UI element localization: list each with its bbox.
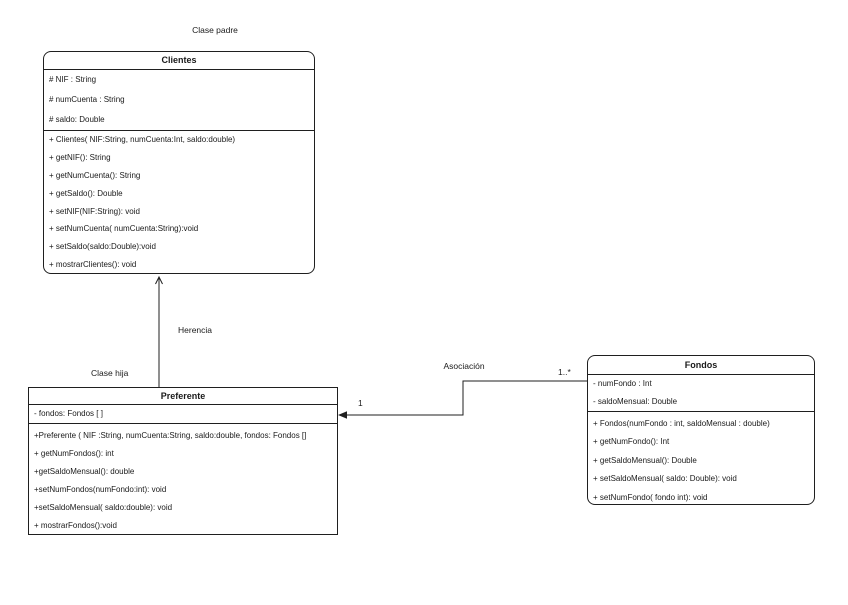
method-row: + setNumCuenta( numCuenta:String):void bbox=[49, 224, 199, 234]
method-row: + setSaldo(saldo:Double):void bbox=[49, 242, 156, 252]
method-row: +getSaldoMensual(): double bbox=[34, 467, 135, 476]
class-title: Clientes bbox=[44, 52, 314, 70]
method-row: + getNumFondo(): Int bbox=[593, 437, 670, 447]
label-asociacion: Asociación bbox=[443, 361, 485, 371]
methods-section: +Preferente ( NIF :String, numCuenta:Str… bbox=[29, 424, 337, 535]
class-box-clientes: Clientes # NIF : String # numCuenta : St… bbox=[43, 51, 315, 274]
class-title: Preferente bbox=[29, 388, 337, 405]
attribute-row: - saldoMensual: Double bbox=[593, 397, 678, 406]
association-arrowhead-icon bbox=[338, 411, 347, 419]
attribute-row: - fondos: Fondos [ ] bbox=[34, 409, 103, 418]
method-row: +setNumFondos(numFondo:int): void bbox=[34, 485, 167, 494]
label-herencia: Herencia bbox=[178, 325, 213, 335]
attribute-row: # numCuenta : String bbox=[49, 95, 125, 104]
method-row: + mostrarClientes(): void bbox=[49, 260, 137, 270]
method-row: + Fondos(numFondo : int, saldoMensual : … bbox=[593, 419, 770, 428]
method-row: + setSaldoMensual( saldo: Double): void bbox=[593, 474, 737, 484]
attributes-section: - fondos: Fondos [ ] bbox=[29, 405, 337, 424]
attributes-section: - numFondo : Int - saldoMensual: Double bbox=[588, 375, 814, 412]
method-row: +setSaldoMensual( saldo:double): void bbox=[34, 503, 173, 512]
method-row: + getSaldo(): Double bbox=[49, 188, 123, 198]
method-row: + getNIF(): String bbox=[49, 152, 111, 162]
multiplicity-source-label: 1 bbox=[358, 398, 363, 408]
multiplicity-target-label: 1..* bbox=[558, 367, 571, 377]
label-clase-hija: Clase hija bbox=[91, 368, 129, 378]
label-clase-padre: Clase padre bbox=[192, 25, 238, 35]
inheritance-connector bbox=[155, 275, 163, 387]
method-row: + Clientes( NIF:String, numCuenta:Int, s… bbox=[49, 135, 236, 144]
method-row: + setNIF(NIF:String): void bbox=[49, 206, 140, 216]
attribute-row: # saldo: Double bbox=[49, 115, 105, 124]
methods-section: + Fondos(numFondo : int, saldoMensual : … bbox=[588, 412, 814, 505]
attribute-row: # NIF : String bbox=[49, 75, 97, 84]
class-box-fondos: Fondos - numFondo : Int - saldoMensual: … bbox=[587, 355, 815, 505]
method-row: +Preferente ( NIF :String, numCuenta:Str… bbox=[34, 431, 307, 440]
method-row: + mostrarFondos():void bbox=[34, 521, 117, 530]
attribute-row: - numFondo : Int bbox=[593, 379, 652, 388]
association-connector bbox=[338, 380, 587, 419]
methods-section: + Clientes( NIF:String, numCuenta:Int, s… bbox=[44, 131, 314, 274]
class-box-preferente: Preferente - fondos: Fondos [ ] +Prefere… bbox=[28, 387, 338, 535]
method-row: + getNumCuenta(): String bbox=[49, 170, 141, 180]
method-row: + getNumFondos(): int bbox=[34, 449, 114, 458]
method-row: + setNumFondo( fondo int): void bbox=[593, 492, 708, 502]
inheritance-arrowhead-icon bbox=[155, 275, 163, 285]
class-title: Fondos bbox=[588, 356, 814, 375]
attributes-section: # NIF : String # numCuenta : String # sa… bbox=[44, 70, 314, 131]
method-row: + getSaldoMensual(): Double bbox=[593, 455, 697, 465]
